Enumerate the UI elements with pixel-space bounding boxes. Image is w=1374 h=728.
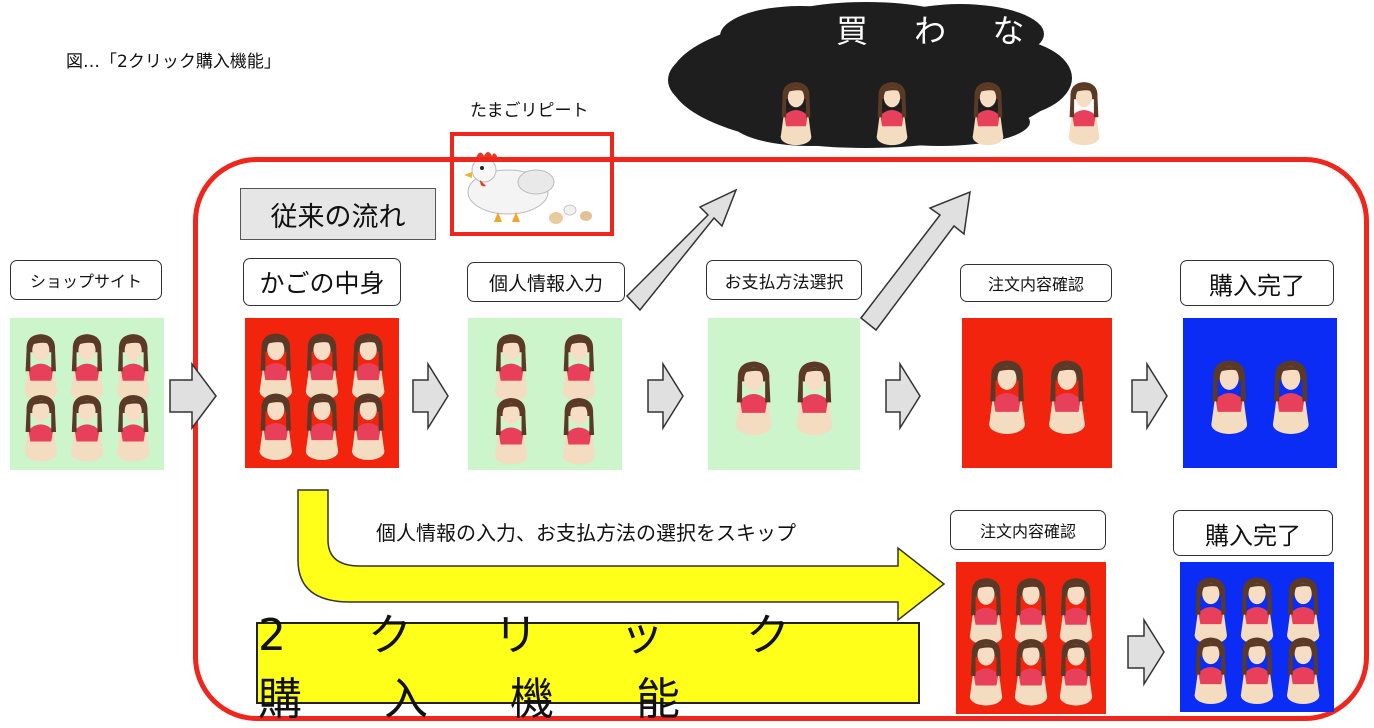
customer-figure-icon <box>494 334 528 401</box>
chicken-with-eggs-icon <box>464 152 592 224</box>
stage-panel-cart <box>245 318 399 468</box>
customer-figure-icon <box>70 334 104 401</box>
customer-figure-icon <box>117 334 150 401</box>
arrow-shop-to-cart <box>169 361 217 431</box>
customer-figure-icon <box>1272 360 1309 434</box>
customer-figure-icon <box>735 361 772 435</box>
customer-figure-icon <box>562 334 596 401</box>
customer-figure-icon <box>24 394 57 462</box>
shortcut-label-order-confirm: 注文内容確認 <box>950 510 1106 550</box>
shortcut-panel-complete <box>1180 562 1334 712</box>
shortcut-label-complete: 購入完了 <box>1173 510 1333 556</box>
customer-figure-icon <box>494 397 528 465</box>
egg-repeat-label: たまごリピート <box>470 101 589 121</box>
customer-figure-icon <box>562 397 596 465</box>
arrow-confirm-to-complete <box>1131 361 1168 431</box>
conventional-flow-title: 従来の流れ <box>240 188 436 240</box>
customer-figure-icon <box>305 393 339 461</box>
customer-figure-icon <box>1059 578 1093 645</box>
stage-panel-payment <box>708 318 860 470</box>
customer-figure-icon <box>352 393 385 461</box>
stage-panel-complete <box>1183 318 1337 468</box>
stage-panel-order-confirm <box>962 318 1112 468</box>
two-click-banner: 2 ク リ ッ ク 購 入 機 能 <box>256 610 920 725</box>
customer-figure-icon <box>1014 638 1048 706</box>
customer-figure-icon <box>780 82 812 146</box>
customer-figure-icon <box>969 638 1003 706</box>
arrow-shortcut-confirm-to-complete <box>1127 617 1165 687</box>
shortcut-panel-order-confirm <box>956 562 1106 714</box>
stage-label-payment: お支払方法選択 <box>706 260 862 300</box>
customer-figure-icon <box>1240 637 1274 705</box>
figure-caption: 図…「2クリック購入機能」 <box>66 52 281 72</box>
customer-figure-icon <box>1068 82 1100 146</box>
customer-figure-icon <box>24 334 57 401</box>
customer-figure-icon <box>1194 637 1227 705</box>
egg-repeat-box <box>450 132 614 236</box>
customer-figure-icon <box>1211 360 1248 434</box>
customer-figure-icon <box>1287 637 1320 705</box>
arrow-dropout-payment <box>859 190 971 332</box>
stage-label-personal-info: 個人情報入力 <box>467 262 625 302</box>
stage-label-complete: 購入完了 <box>1180 260 1334 306</box>
stage-panel-personal-info <box>468 318 622 470</box>
stage-panel-shop-site <box>10 318 164 470</box>
stage-label-order-confirm: 注文内容確認 <box>960 264 1112 302</box>
skip-description: 個人情報の入力、お支払方法の選択をスキップ <box>376 521 796 545</box>
stage-label-cart: かごの中身 <box>243 258 401 306</box>
customer-figure-icon <box>969 578 1003 645</box>
customer-figure-icon <box>259 393 292 461</box>
customer-figure-icon <box>989 360 1025 434</box>
customer-figure-icon <box>876 82 908 146</box>
customer-figure-icon <box>972 82 1004 146</box>
cloud-label: 買 わ な い <box>836 12 1121 50</box>
customer-figure-icon <box>796 361 833 435</box>
stage-label-shop-site: ショップサイト <box>10 260 162 300</box>
arrow-personal-to-payment <box>647 361 684 431</box>
customer-figure-icon <box>1049 360 1085 434</box>
two-click-frame <box>193 157 1369 721</box>
customer-figure-icon <box>70 394 104 462</box>
skip-arrow <box>297 489 946 622</box>
arrow-cart-to-personal <box>412 361 449 431</box>
customer-figure-icon <box>259 333 292 401</box>
arrow-payment-to-confirm <box>885 361 921 431</box>
customer-figure-icon <box>1059 638 1093 706</box>
customer-figure-icon <box>1014 578 1048 645</box>
customer-figure-icon <box>117 394 150 462</box>
arrow-dropout-personal <box>625 188 738 312</box>
